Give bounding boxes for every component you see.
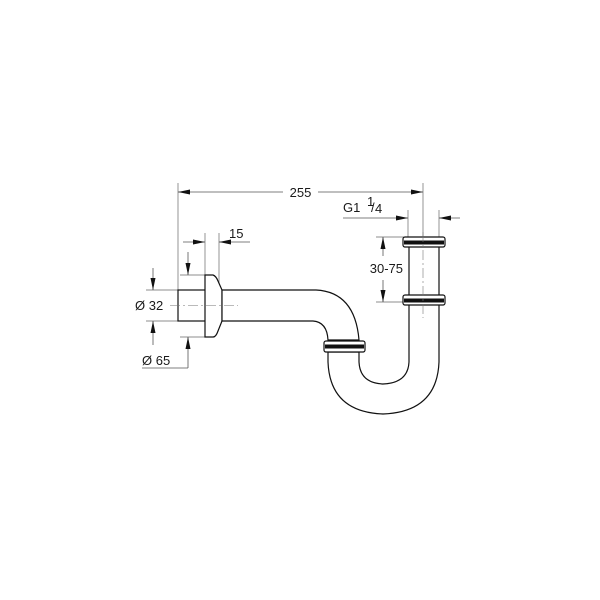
thread-fraction-denominator: 4 xyxy=(375,201,382,216)
ring-riser-upper xyxy=(402,236,446,248)
flange-diameter-label: Ø 65 xyxy=(142,353,170,368)
dimension-height-adjust: 30-75 xyxy=(370,236,406,303)
dimension-pipe-diameter: Ø 32 xyxy=(135,268,178,345)
thread-fraction-slash: / xyxy=(371,200,375,215)
overall-length-label: 255 xyxy=(290,185,312,200)
wall-flange xyxy=(204,274,223,338)
centerlines xyxy=(170,232,424,318)
height-adjust-label: 30-75 xyxy=(370,261,403,276)
dimension-overall-length: 255 xyxy=(177,183,424,290)
u-bend xyxy=(327,301,440,415)
riser-tube xyxy=(408,244,440,303)
ring-riser-lower xyxy=(402,294,446,306)
dimension-flange-diameter: Ø 65 xyxy=(142,252,205,369)
dimension-thread: G1 1 / 4 xyxy=(343,194,460,237)
horizontal-arm xyxy=(221,289,360,341)
flange-width-label: 15 xyxy=(229,226,243,241)
trap-body xyxy=(177,236,446,415)
pipe-diameter-label: Ø 32 xyxy=(135,298,163,313)
thread-label: G1 xyxy=(343,200,360,215)
thread-fraction-numerator: 1 xyxy=(367,194,374,209)
ring-bend xyxy=(323,340,366,353)
